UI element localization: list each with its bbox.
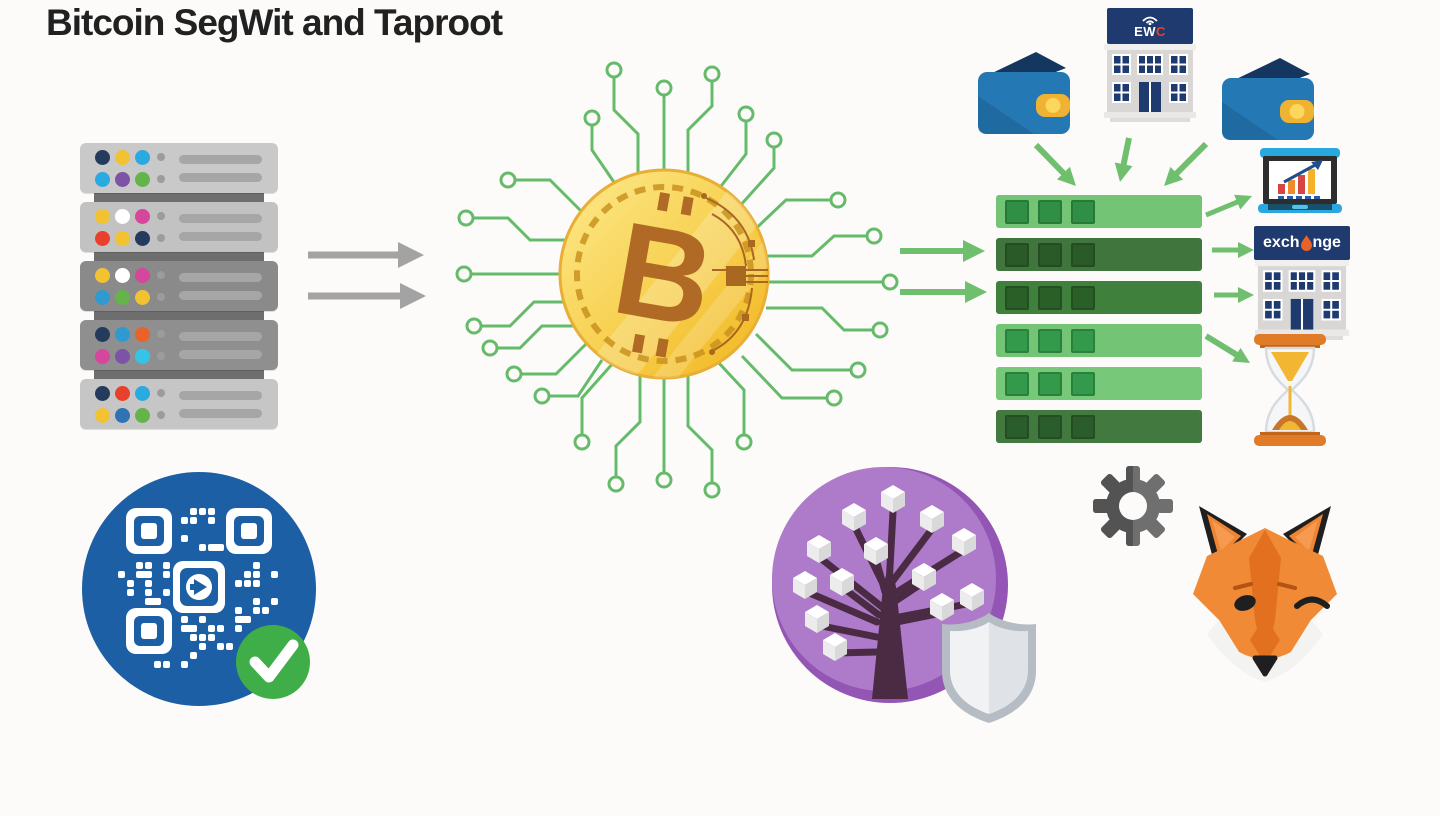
exchange-facade bbox=[1250, 260, 1354, 342]
blockchain-blocks bbox=[996, 195, 1202, 453]
merkle-cube bbox=[823, 633, 847, 661]
ewc-sign-text: EW bbox=[1134, 24, 1157, 39]
ewc-sign-text-red: C bbox=[1156, 24, 1166, 39]
arrow-wallet-left-to-blocks bbox=[1033, 142, 1076, 186]
wallet-right-icon bbox=[1220, 54, 1316, 144]
server-rack bbox=[80, 143, 278, 435]
server-unit bbox=[80, 202, 278, 252]
qr-center-emblem bbox=[173, 561, 225, 613]
block-bar bbox=[996, 324, 1202, 357]
page-title: Bitcoin SegWit and Taproot bbox=[46, 2, 503, 43]
merkle-cube bbox=[807, 535, 831, 563]
block-bar bbox=[996, 410, 1202, 443]
hourglass-icon bbox=[1254, 334, 1326, 446]
wifi-icon bbox=[1142, 16, 1158, 25]
exchange-sign: exch nge bbox=[1254, 226, 1350, 260]
arrow-bank-to-blocks bbox=[1114, 137, 1133, 182]
merkle-cube bbox=[805, 605, 829, 633]
exchange-sign-text-right: nge bbox=[1312, 234, 1341, 251]
merkle-cube bbox=[952, 528, 976, 556]
merkle-cube bbox=[930, 593, 954, 621]
merkle-cube bbox=[830, 568, 854, 596]
shield-icon bbox=[942, 613, 1036, 723]
block-bar bbox=[996, 238, 1202, 271]
arrow-servers-to-coin-bottom bbox=[308, 283, 426, 309]
exchange-sign-text-left: exch bbox=[1263, 234, 1300, 251]
bank-facade bbox=[1104, 44, 1196, 124]
server-unit bbox=[80, 320, 278, 370]
laptop-growth-chart-icon bbox=[1258, 148, 1342, 213]
merkle-cube bbox=[881, 485, 905, 513]
fox-mascot-icon bbox=[1193, 506, 1337, 682]
arrow-wallet-right-to-blocks bbox=[1164, 141, 1209, 186]
server-unit bbox=[80, 379, 278, 429]
growth-bars bbox=[1278, 169, 1320, 199]
merkle-cubes bbox=[793, 485, 984, 661]
bitcoin-coin: B bbox=[558, 168, 770, 380]
wallet-left-icon bbox=[976, 48, 1072, 138]
server-unit bbox=[80, 261, 278, 311]
bitcoin-circuit-coin-icon: B bbox=[455, 61, 899, 499]
block-bar bbox=[996, 281, 1202, 314]
coin-inner-circuit bbox=[701, 193, 768, 355]
merkle-cube bbox=[842, 503, 866, 531]
server-unit bbox=[80, 143, 278, 193]
merkle-cube bbox=[793, 571, 817, 599]
merkle-cube bbox=[864, 537, 888, 565]
qr-finder-patterns bbox=[126, 508, 272, 654]
checkmark-icon bbox=[236, 625, 310, 699]
exchange-building: exch nge bbox=[1250, 226, 1354, 342]
arrow-blocks-to-exchange-building bbox=[1214, 287, 1254, 303]
droplet-icon bbox=[1300, 235, 1312, 251]
circuit-traces bbox=[455, 61, 899, 499]
gear-icon bbox=[1093, 466, 1173, 546]
block-bar bbox=[996, 195, 1202, 228]
block-bar bbox=[996, 367, 1202, 400]
qr-modules bbox=[118, 508, 278, 668]
arrow-blocks-to-hourglass bbox=[1204, 333, 1250, 363]
merkle-cube bbox=[912, 563, 936, 591]
arrow-blocks-to-laptop bbox=[1205, 194, 1252, 218]
merkle-cube bbox=[920, 505, 944, 533]
arrow-servers-to-coin-top bbox=[308, 242, 424, 268]
qr-code-verified-badge bbox=[82, 472, 316, 706]
arrow-blocks-to-exchange-sign bbox=[1212, 242, 1254, 258]
merkle-cube bbox=[960, 583, 984, 611]
